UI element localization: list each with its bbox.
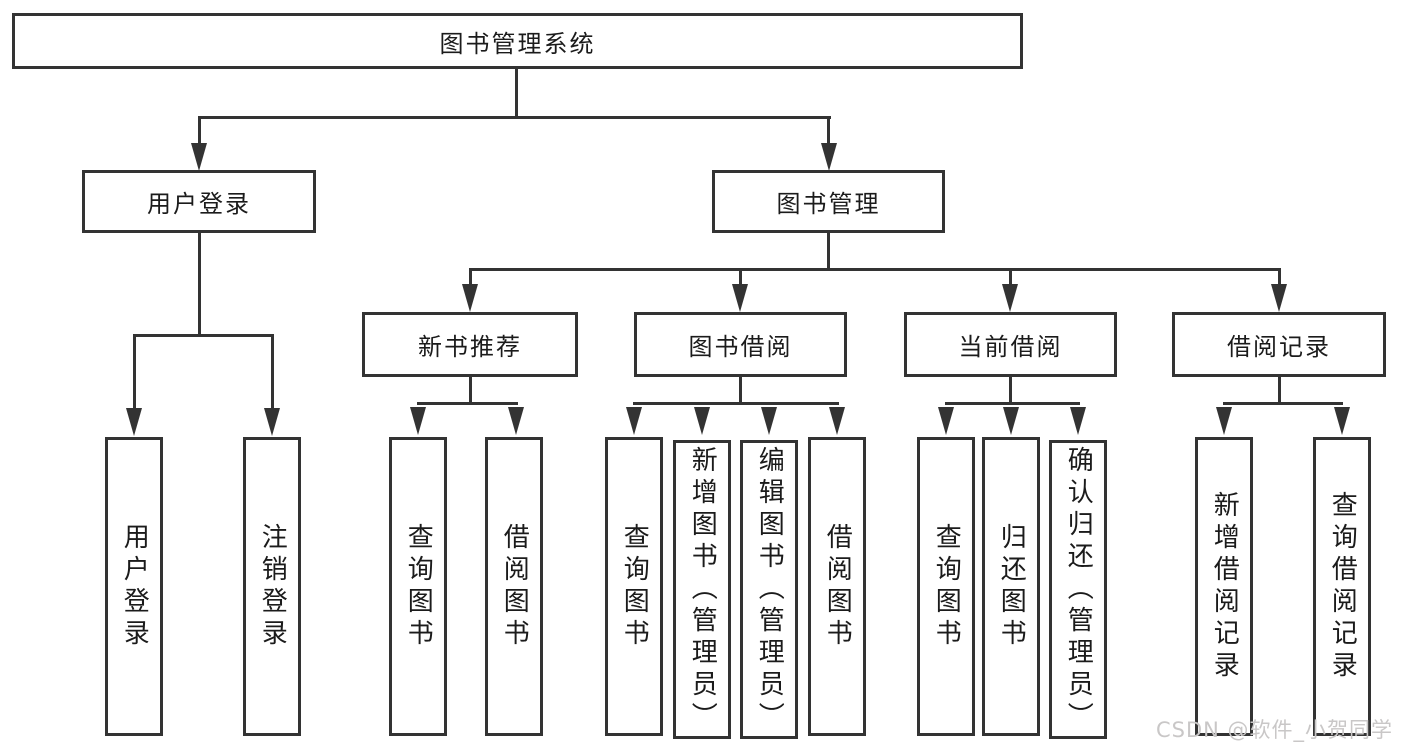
connector-line [1008,377,1012,404]
connector-line [416,402,518,405]
leaf-user-login: 用户登录 [105,437,163,736]
watermark: CSDN @软件_小贺同学 [1156,718,1394,742]
arrowhead-down-icon [1271,284,1287,312]
arrowhead-down-icon [626,407,642,435]
arrowhead-down-icon [126,408,142,436]
arrowhead-down-icon [694,407,710,435]
leaf-query-books-borrow: 查询图书 [605,437,663,736]
leaf-query-borrow-record: 查询借阅记录 [1313,437,1371,736]
leaf-query-books-recommend: 查询图书 [389,437,447,736]
node-user-login: 用户登录 [82,170,316,233]
connector-line [468,377,472,404]
connector-line [632,402,839,405]
leaf-edit-book-admin: 编辑图书（管理员） [740,440,798,739]
arrowhead-down-icon [508,407,524,435]
leaf-confirm-return-admin: 确认归还（管理员） [1049,440,1107,739]
connector-line [944,402,1080,405]
connector-line [738,271,742,285]
connector-line [468,271,472,285]
arrowhead-down-icon [264,408,280,436]
connector-line [827,119,830,146]
connector-line [270,337,274,409]
arrowhead-down-icon [1070,407,1086,435]
arrowhead-down-icon [829,407,845,435]
leaf-logout: 注销登录 [243,437,301,736]
leaf-borrow-books-borrow: 借阅图书 [808,437,866,736]
arrowhead-down-icon [1334,407,1350,435]
leaf-borrow-books-recommend: 借阅图书 [485,437,543,736]
node-book-borrow: 图书借阅 [634,312,847,377]
connector-line [1008,271,1012,285]
arrowhead-down-icon [1003,407,1019,435]
arrowhead-down-icon [761,407,777,435]
arrowhead-down-icon [191,143,207,171]
node-current-borrow: 当前借阅 [904,312,1117,377]
arrowhead-down-icon [938,407,954,435]
arrowhead-down-icon [820,143,837,171]
arrowhead-down-icon [1216,407,1232,435]
connector-line [827,233,830,271]
connector-line [1222,402,1343,405]
connector-line [514,68,518,118]
connector-line [197,233,201,336]
connector-line [1277,377,1281,404]
connector-line [197,116,831,119]
leaf-query-books-current: 查询图书 [917,437,975,736]
connector-line [1277,271,1281,285]
leaf-return-book: 归还图书 [982,437,1040,736]
arrowhead-down-icon [462,284,478,312]
connector-line [468,268,1281,271]
connector-line [738,377,742,404]
arrowhead-down-icon [732,284,748,312]
node-new-book-recommend: 新书推荐 [362,312,578,377]
arrowhead-down-icon [410,407,426,435]
connector-line [197,119,201,146]
node-book-management: 图书管理 [712,170,945,233]
connector-line [132,334,274,337]
arrowhead-down-icon [1002,284,1018,312]
node-borrow-records: 借阅记录 [1172,312,1386,377]
leaf-add-borrow-record: 新增借阅记录 [1195,437,1253,736]
connector-line [132,337,136,409]
leaf-add-book-admin: 新增图书（管理员） [673,440,731,739]
node-root: 图书管理系统 [12,13,1023,69]
